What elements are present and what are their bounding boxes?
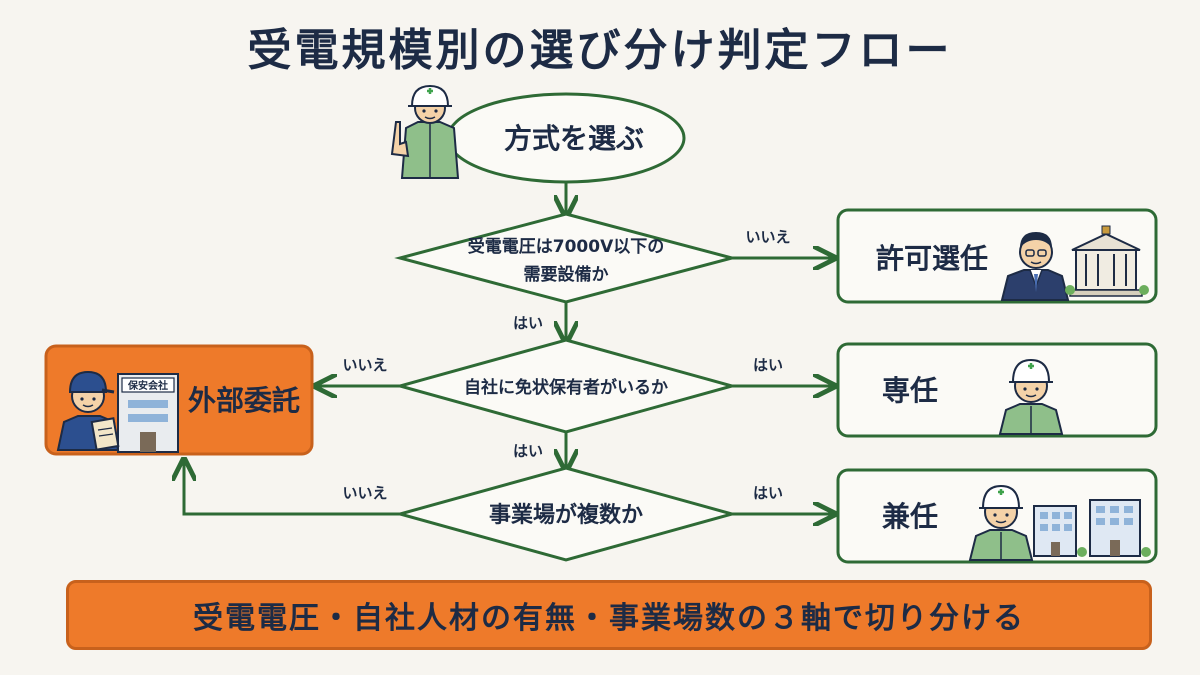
outcome-outsourced: 外部委託 保安会社 xyxy=(44,344,314,456)
label-yes-4: はい xyxy=(753,484,783,502)
outcome-dedicated-label: 専任 xyxy=(882,374,938,407)
decision-voltage: 受電電圧は7000V以下の 需要設備か xyxy=(394,212,738,304)
outcome-dedicated: 専任 xyxy=(836,342,1158,438)
summary-banner: 受電電圧・自社人材の有無・事業場数の３軸で切り分ける xyxy=(66,580,1152,650)
engineer-icon xyxy=(968,484,1034,561)
outcome-concurrent-label: 兼任 xyxy=(882,500,938,533)
engineer-pointing-icon xyxy=(390,84,460,179)
label-yes-2: はい xyxy=(753,356,783,374)
decision-license-holder: 自社に免状保有者がいるか xyxy=(394,338,738,434)
government-building-icon xyxy=(1065,225,1149,297)
decision-multiple-sites-text: 事業場が複数か xyxy=(489,502,643,528)
label-no-3: いいえ xyxy=(342,484,387,502)
label-no-2: いいえ xyxy=(342,356,387,374)
decision-voltage-line1: 受電電圧は7000V以下の xyxy=(468,236,664,257)
security-company-building-icon: 保安会社 xyxy=(117,373,179,453)
label-no-1: いいえ xyxy=(745,228,790,246)
contractor-with-clipboard-icon xyxy=(56,370,120,451)
decision-voltage-line2: 需要設備か xyxy=(524,264,609,285)
decision-multiple-sites: 事業場が複数か xyxy=(394,466,738,562)
start-label: 方式を選ぶ xyxy=(504,122,644,155)
outcome-outsourced-label: 外部委託 xyxy=(188,384,300,417)
arrow-d3-no xyxy=(184,462,408,516)
page-title: 受電規模別の選び分け判定フロー xyxy=(247,25,953,76)
outcome-permit-label: 許可選任 xyxy=(876,242,988,275)
label-yes-1: はい xyxy=(513,314,543,332)
connectors xyxy=(184,182,832,514)
start-node: 方式を選ぶ xyxy=(446,92,686,184)
decision-license-holder-text: 自社に免状保有者がいるか xyxy=(464,377,668,398)
building-sign-text: 保安会社 xyxy=(127,379,168,392)
outcome-concurrent: 兼任 xyxy=(836,468,1158,564)
label-yes-3: はい xyxy=(513,442,543,460)
outcome-permit: 許可選任 xyxy=(836,208,1158,304)
businessman-icon xyxy=(1000,232,1070,301)
office-buildings-icon xyxy=(1033,499,1151,557)
engineer-icon xyxy=(998,358,1064,435)
